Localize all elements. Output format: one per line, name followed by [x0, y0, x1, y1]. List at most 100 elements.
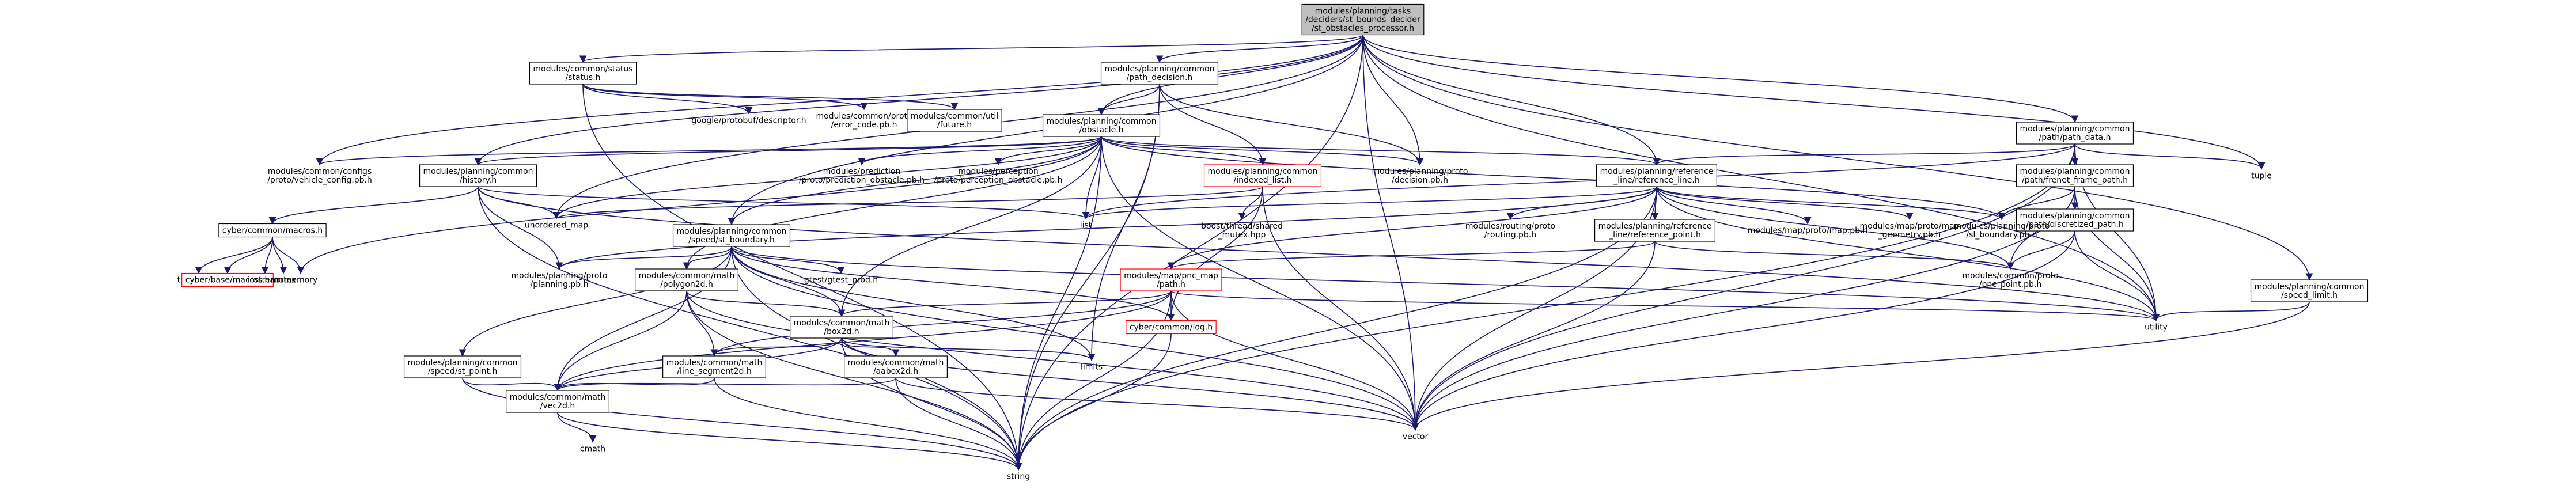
edge-line-segment2d-to-string: [714, 377, 1022, 471]
graph-node-routing-pb[interactable]: modules/routing/proto/routing.pb.h: [1465, 222, 1555, 240]
edge-path-data-to-vector: [1411, 143, 2075, 431]
graph-node-speed-st-point[interactable]: modules/planning/common/speed/st_point.h: [403, 355, 522, 378]
edge-macros-to-type-traits: [195, 237, 273, 274]
graph-node-sl-boundary[interactable]: modules/planning/proto/sl_boundary.pb.h: [1954, 222, 2050, 240]
edge-st-boundary-to-polygon2d: [683, 246, 732, 270]
edge-root-to-decision-pb: [1362, 35, 1424, 166]
graph-node-vector[interactable]: vector: [1403, 433, 1429, 442]
edge-reference-point-to-pnc-map-path: [1167, 241, 1656, 270]
node-label-line: /path/discretized_path.h: [2026, 220, 2123, 229]
edge-indexed-list-to-vector: [1262, 186, 1419, 431]
graph-node-planning-pb[interactable]: modules/planning/proto/planning.pb.h: [512, 271, 608, 289]
edge-discretized-path-to-vector: [1411, 230, 2075, 431]
graph-node-prediction-obstacle[interactable]: modules/prediction/proto/prediction_obst…: [799, 167, 925, 185]
node-label-line: /polygon2d.h: [660, 280, 713, 289]
graph-node-tuple[interactable]: tuple: [2251, 172, 2272, 181]
graph-node-root[interactable]: modules/planning/tasks/deciders/st_bound…: [1301, 3, 1425, 36]
graph-node-path-decision[interactable]: modules/planning/common/path_decision.h: [1100, 62, 1219, 85]
node-label-line: modules/map/proto/map: [1859, 222, 1959, 231]
graph-node-st-boundary[interactable]: modules/planning/common/speed/st_boundar…: [672, 224, 791, 247]
graph-node-pnc-map-path[interactable]: modules/map/pnc_map/path.h: [1120, 268, 1222, 291]
node-label-line: modules/planning/common: [423, 167, 533, 176]
node-label-line: boost/thread/shared: [1201, 222, 1283, 231]
node-label-line: /deciders/st_bounds_decider: [1305, 16, 1420, 25]
graph-node-aabox2d[interactable]: modules/common/math/aabox2d.h: [844, 355, 948, 378]
node-box: [506, 390, 609, 413]
node-label-line: /box2d.h: [824, 327, 859, 336]
node-label-line: _line/reference_line.h: [1613, 176, 1699, 185]
graph-node-frenet-frame-path[interactable]: modules/planning/common/path/frenet_fram…: [2016, 164, 2134, 187]
graph-node-list[interactable]: list: [1080, 221, 1092, 230]
graph-node-map-geometry[interactable]: modules/map/proto/map_geometry.pb.h: [1859, 222, 1959, 240]
graph-node-limits[interactable]: limits: [1081, 363, 1103, 372]
graph-node-pnc-point[interactable]: modules/common/proto/pnc_point.pb.h: [1962, 271, 2058, 289]
graph-node-discretized-path[interactable]: modules/planning/common/path/discretized…: [2016, 208, 2134, 232]
graph-node-cyber-log[interactable]: cyber/common/log.h: [1126, 320, 1217, 335]
node-box: [403, 355, 522, 378]
node-label-line: modules/routing/proto: [1465, 222, 1555, 231]
node-box: [1120, 268, 1222, 291]
graph-node-memory[interactable]: memory: [284, 276, 318, 285]
edge-speed-st-point-to-vec2d: [462, 377, 562, 392]
graph-node-perception-obstacle[interactable]: modules/perception/proto/perception_obst…: [934, 167, 1063, 185]
graph-node-shared-mutex[interactable]: boost/thread/shared_mutex.hpp: [1201, 222, 1283, 240]
graph-node-unordered-map[interactable]: unordered_map: [525, 221, 588, 230]
node-label-line: modules/planning/proto: [1372, 167, 1468, 176]
edge-root-to-utility: [1362, 35, 2160, 321]
node-label-line: modules/planning/tasks: [1315, 7, 1411, 16]
node-label-line: modules/common/math: [794, 318, 890, 328]
node-label-line: modules/planning/common: [1208, 167, 1318, 176]
node-label-line: /line_segment2d.h: [677, 367, 752, 376]
graph-node-polygon2d[interactable]: modules/common/math/polygon2d.h: [635, 268, 738, 291]
node-label-line: _geometry.pb.h: [1878, 230, 1941, 240]
node-box: [2016, 208, 2134, 232]
graph-node-error-code[interactable]: modules/common/proto/error_code.pb.h: [816, 112, 912, 130]
graph-node-box2d[interactable]: modules/common/math/box2d.h: [790, 316, 893, 339]
graph-node-speed-limit[interactable]: modules/planning/common/speed_limit.h: [2250, 279, 2369, 302]
edge-path-data-to-list: [1082, 143, 2075, 219]
graph-node-vehicle-config[interactable]: modules/common/configs/proto/vehicle_con…: [267, 167, 372, 185]
graph-node-history[interactable]: modules/planning/common/history.h: [419, 164, 537, 187]
graph-node-reference-line[interactable]: modules/planning/reference_line/referenc…: [1596, 164, 1717, 187]
graph-node-utility[interactable]: utility: [2145, 323, 2168, 332]
edge-obstacle-to-list: [1082, 136, 1102, 219]
graph-node-mutex[interactable]: mutex: [271, 276, 297, 285]
edge-line-segment2d-to-vec2d: [554, 377, 715, 392]
node-label-line: mutex: [271, 276, 297, 285]
graph-node-path-data[interactable]: modules/planning/common/path/path_data.h: [2016, 122, 2134, 145]
edge-aabox2d-to-string: [895, 377, 1022, 471]
node-label-line: /path/path_data.h: [2039, 133, 2111, 142]
graph-node-obstacle[interactable]: modules/planning/common/obstacle.h: [1042, 114, 1161, 137]
graph-node-indexed-list[interactable]: modules/planning/common/indexed_list.h: [1203, 164, 1322, 187]
graph-node-iostream[interactable]: iostream: [247, 276, 283, 285]
edge-pnc-map-path-to-vector: [1170, 290, 1419, 431]
graph-node-reference-point[interactable]: modules/planning/reference_line/referenc…: [1594, 219, 1715, 242]
graph-node-status[interactable]: modules/common/status/status.h: [529, 62, 637, 85]
node-label-line: cmath: [580, 445, 605, 454]
graph-node-cyber-base-macros[interactable]: cyber/base/macros.h: [181, 272, 274, 287]
graph-node-decision-pb[interactable]: modules/planning/proto/decision.pb.h: [1372, 167, 1468, 185]
edge-path-data-to-reference-line: [1653, 143, 2075, 166]
edge-macros-to-memory: [272, 237, 305, 274]
graph-node-macros[interactable]: cyber/common/macros.h: [218, 223, 327, 238]
graph-node-line-segment2d[interactable]: modules/common/math/line_segment2d.h: [662, 355, 766, 378]
node-box: [1042, 114, 1161, 137]
graph-node-future[interactable]: modules/common/util/future.h: [907, 109, 1002, 132]
graph-node-vec2d[interactable]: modules/common/math/vec2d.h: [506, 390, 609, 413]
node-label-line: modules/planning/proto: [1954, 222, 2050, 231]
node-label-line: /obstacle.h: [1079, 126, 1123, 135]
edge-polygon2d-to-vector: [686, 290, 1419, 431]
graph-node-map-pb[interactable]: modules/map/proto/map.pb.h: [1748, 226, 1868, 236]
edge-root-to-history: [474, 35, 1363, 166]
graph-node-cmath[interactable]: cmath: [580, 445, 605, 454]
node-box: [419, 164, 537, 187]
graph-node-string[interactable]: string: [1007, 472, 1030, 481]
graph-node-gtest-prod[interactable]: gtest/gtest_prod.h: [804, 276, 878, 285]
node-label-line: /status.h: [565, 73, 600, 82]
edge-st-boundary-to-utility: [731, 246, 2160, 321]
node-label-line: /proto/vehicle_config.pb.h: [267, 176, 372, 185]
node-box: [672, 224, 791, 247]
edge-vec2d-to-string: [557, 412, 1022, 471]
graph-node-protobuf-descriptor[interactable]: google/protobuf/descriptor.h: [691, 116, 806, 126]
edge-obstacle-to-decision-pb: [1101, 136, 1424, 166]
